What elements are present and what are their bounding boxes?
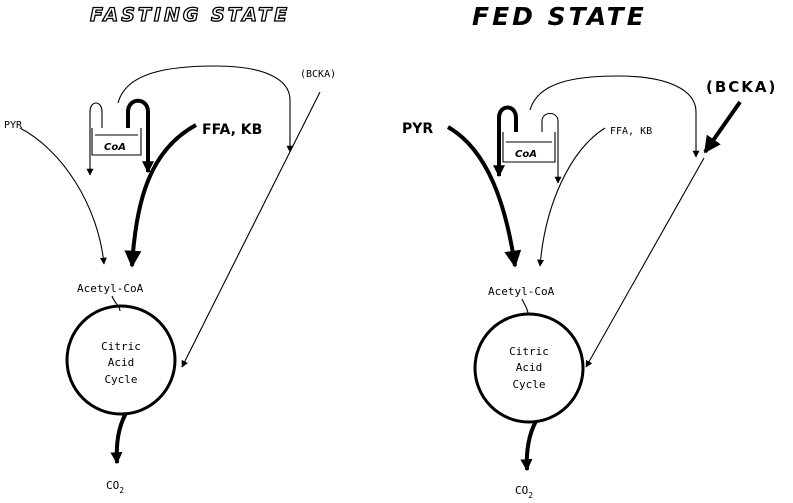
fasting-coa-label: CoA — [104, 142, 126, 153]
fed-panel: FED STATE PYR FFA, KB (BCKA) CoA Acetyl-… — [402, 2, 777, 500]
fed-coa-label: CoA — [515, 149, 537, 160]
fasting-panel: FASTING STATE PYR FFA, KB (BCKA) CoA Ace… — [4, 3, 336, 495]
fasting-acetyl-coa-label: Acetyl-CoA — [77, 282, 144, 295]
fasting-ffa-arrow — [124, 123, 197, 268]
fed-acetyl-coa-label: Acetyl-CoA — [488, 285, 555, 298]
fed-co2-label: CO2 — [515, 484, 533, 500]
fasting-ffa-kb-label: FFA, KB — [202, 122, 262, 138]
fasting-coa-thick-loop — [126, 98, 154, 174]
fasting-pyr-arrow — [19, 127, 107, 265]
fasting-bcka-arrow — [181, 91, 321, 368]
fasting-cycle-line1: Citric — [101, 340, 141, 353]
fed-title: FED STATE — [472, 2, 647, 31]
fasting-cycle-line2: Acid — [108, 356, 135, 369]
fed-ffa-arrow — [537, 127, 606, 267]
fed-cycle-line3: Cycle — [512, 378, 545, 391]
fasting-title: FASTING STATE — [90, 4, 290, 26]
fed-pyr-arrow — [447, 125, 522, 268]
fasting-coa-pool: CoA — [91, 128, 142, 156]
fasting-coa-thin-loop — [86, 102, 103, 176]
fed-bcka-arrow — [585, 157, 705, 368]
fed-cycle-line2: Acid — [516, 361, 543, 374]
fed-bcka-label: (BCKA) — [706, 78, 777, 96]
fed-coa-thin-loop — [541, 112, 562, 184]
fasting-bcka-arc — [117, 65, 294, 153]
fasting-co2-arrow — [110, 412, 128, 465]
fed-bcka-thick-arrow — [703, 100, 742, 154]
fed-cycle-line1: Citric — [509, 345, 549, 358]
fed-coa-thick-loop — [493, 105, 518, 178]
fasting-cycle-line3: Cycle — [104, 373, 137, 386]
fasting-co2-label: CO2 — [106, 479, 124, 495]
fed-citric-acid-cycle: Citric Acid Cycle — [473, 312, 585, 424]
fasting-pyr-label: PYR — [4, 120, 23, 131]
fasting-citric-acid-cycle: Citric Acid Cycle — [65, 304, 177, 416]
fasting-bcka-label: (BCKA) — [300, 69, 336, 80]
fed-pyr-label: PYR — [402, 121, 433, 137]
fed-co2-arrow — [520, 420, 538, 472]
fed-coa-pool: CoA — [502, 132, 556, 163]
fed-bcka-arc — [529, 75, 700, 158]
fed-ffa-kb-label: FFA, KB — [610, 126, 652, 137]
